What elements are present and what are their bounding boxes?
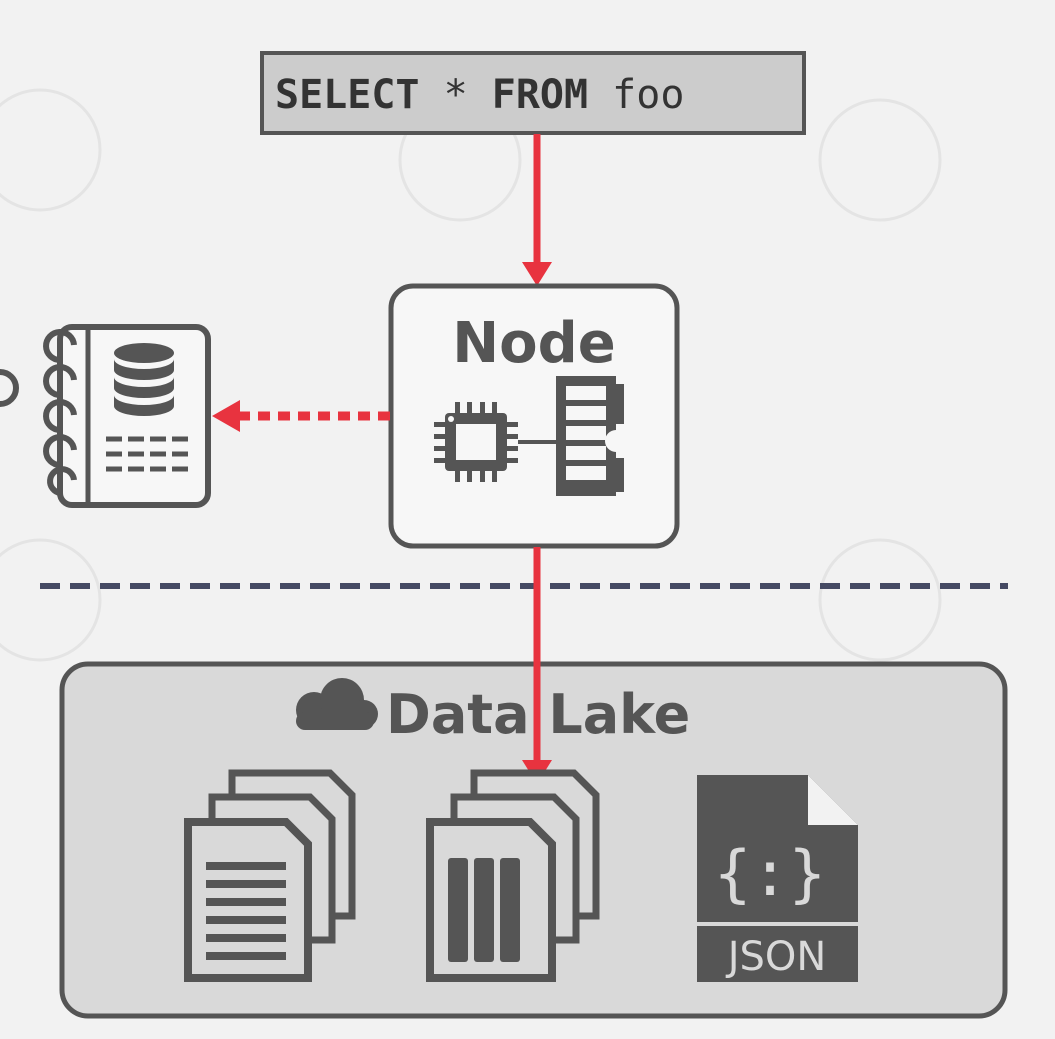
- query-star: *: [420, 72, 492, 118]
- catalog-icon: [43, 324, 211, 508]
- json-badge: JSON: [725, 934, 827, 980]
- query-table: foo: [588, 72, 684, 118]
- background-watermark: [0, 88, 942, 662]
- query-box: SELECT * FROM foo: [260, 51, 806, 135]
- query-text: SELECT * FROM foo: [275, 72, 684, 118]
- arrow-query-to-node-head: [522, 262, 552, 286]
- json-glyph: {:}: [714, 837, 826, 910]
- columnar-files-icon: [426, 769, 600, 982]
- node-box: Node: [388, 283, 680, 549]
- memory-icon: [556, 376, 624, 496]
- query-from-keyword: FROM: [492, 72, 588, 118]
- cpu-icon: [434, 402, 518, 482]
- query-select-keyword: SELECT: [275, 72, 420, 118]
- partial-edge-icon: [0, 369, 19, 407]
- json-file-icon: {:} JSON: [697, 775, 858, 982]
- text-files-icon: [184, 769, 356, 982]
- node-label: Node: [452, 311, 615, 376]
- arrow-node-to-catalog-head: [212, 400, 240, 432]
- cloud-icon: [296, 678, 378, 730]
- database-icon: [114, 343, 174, 416]
